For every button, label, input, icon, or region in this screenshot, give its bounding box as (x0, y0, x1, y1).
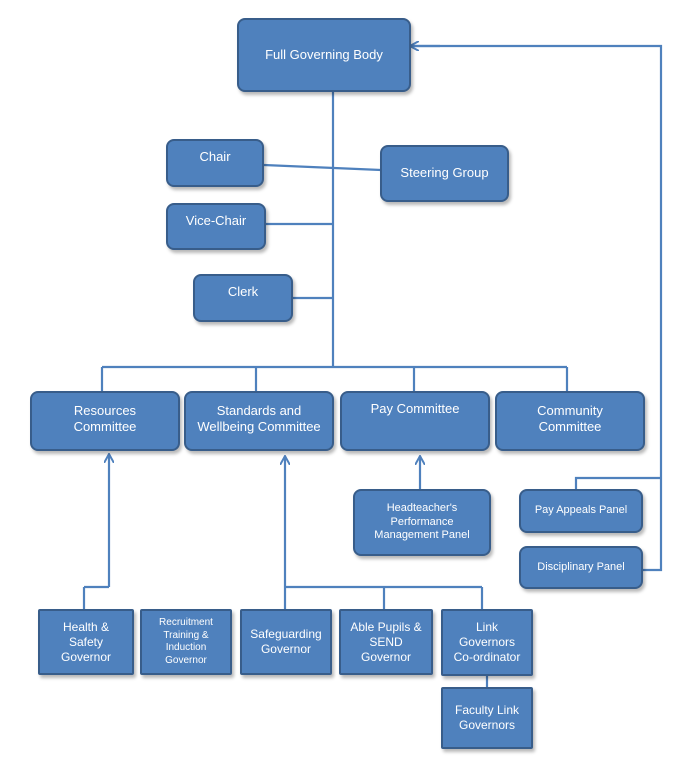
recruitment-line3: Induction (165, 642, 207, 653)
resources-committee-box: Resources Committee (30, 391, 180, 451)
community-committee-line2: Committee (538, 419, 602, 435)
resources-committee-line1: Resources (73, 403, 137, 418)
chair-steering-line (263, 163, 382, 172)
headteacher-performance-panel-box: Headteacher's Performance Management Pan… (353, 489, 491, 556)
resources-committee-line2: Committee (73, 419, 137, 435)
faculty-link-line1: Faculty Link (454, 703, 520, 717)
able-pupils-line1: Able Pupils & (350, 619, 422, 634)
recruitment-line4: Governor (165, 654, 207, 666)
link-coordinator-line3: Co-ordinator (453, 650, 521, 664)
clerk-label: Clerk (227, 284, 259, 299)
able-pupils-line2: SEND (369, 634, 403, 649)
recruitment-line2: Training & (163, 629, 209, 641)
health-safety-line3: Governor (60, 649, 112, 664)
clerk-box: Clerk (193, 274, 293, 322)
steering-group-label: Steering Group (400, 165, 489, 181)
pay-committee-label: Pay Committee (370, 401, 460, 416)
standards-committee-line1: Standards and (216, 403, 302, 418)
disciplinary-panel-label: Disciplinary Panel (537, 560, 625, 573)
standards-committee-line2: Wellbeing Committee (197, 419, 321, 435)
safeguarding-line1: Safeguarding (250, 627, 322, 641)
link-coordinator-line1: Link (475, 620, 498, 634)
chair-label: Chair (199, 149, 231, 164)
disciplinary-panel-box: Disciplinary Panel (519, 546, 643, 589)
steering-group-box: Steering Group (380, 145, 509, 202)
safeguarding-line2: Governor (260, 642, 311, 656)
pay-committee-box: Pay Committee (340, 391, 490, 451)
community-committee-box: Community Committee (495, 391, 645, 451)
headteacher-panel-line2: Performance (390, 515, 454, 528)
headteacher-panel-line3: Management Panel (374, 529, 470, 542)
vice-chair-box: Vice-Chair (166, 203, 266, 250)
health-safety-governor-box: Health & Safety Governor (38, 609, 134, 675)
link-governors-coordinator-box: Link Governors Co-ordinator (441, 609, 533, 676)
community-committee-line1: Community (537, 403, 603, 418)
faculty-link-line2: Governors (458, 718, 516, 732)
recruitment-line1: Recruitment (159, 617, 213, 628)
safeguarding-governor-box: Safeguarding Governor (240, 609, 332, 675)
able-pupils-send-governor-box: Able Pupils & SEND Governor (339, 609, 433, 675)
pay-appeals-panel-box: Pay Appeals Panel (519, 489, 643, 533)
health-safety-line2: Safety (68, 634, 104, 649)
headteacher-panel-line1: Headteacher's (386, 501, 458, 514)
health-safety-line1: Health & (62, 619, 110, 634)
full-governing-body-label: Full Governing Body (265, 46, 383, 62)
faculty-link-governors-box: Faculty Link Governors (441, 687, 533, 749)
panels-return-line (408, 44, 663, 572)
vice-chair-label: Vice-Chair (185, 213, 247, 228)
pay-appeals-link (574, 476, 661, 491)
recruitment-induction-governor-box: Recruitment Training & Induction Governo… (140, 609, 232, 675)
link-coordinator-line2: Governors (458, 635, 515, 649)
standards-wellbeing-committee-box: Standards and Wellbeing Committee (184, 391, 334, 451)
pay-appeals-panel-label: Pay Appeals Panel (534, 504, 628, 517)
able-pupils-line3: Governor (360, 649, 412, 664)
full-governing-body-box: Full Governing Body (237, 18, 411, 92)
chair-box: Chair (166, 139, 264, 187)
